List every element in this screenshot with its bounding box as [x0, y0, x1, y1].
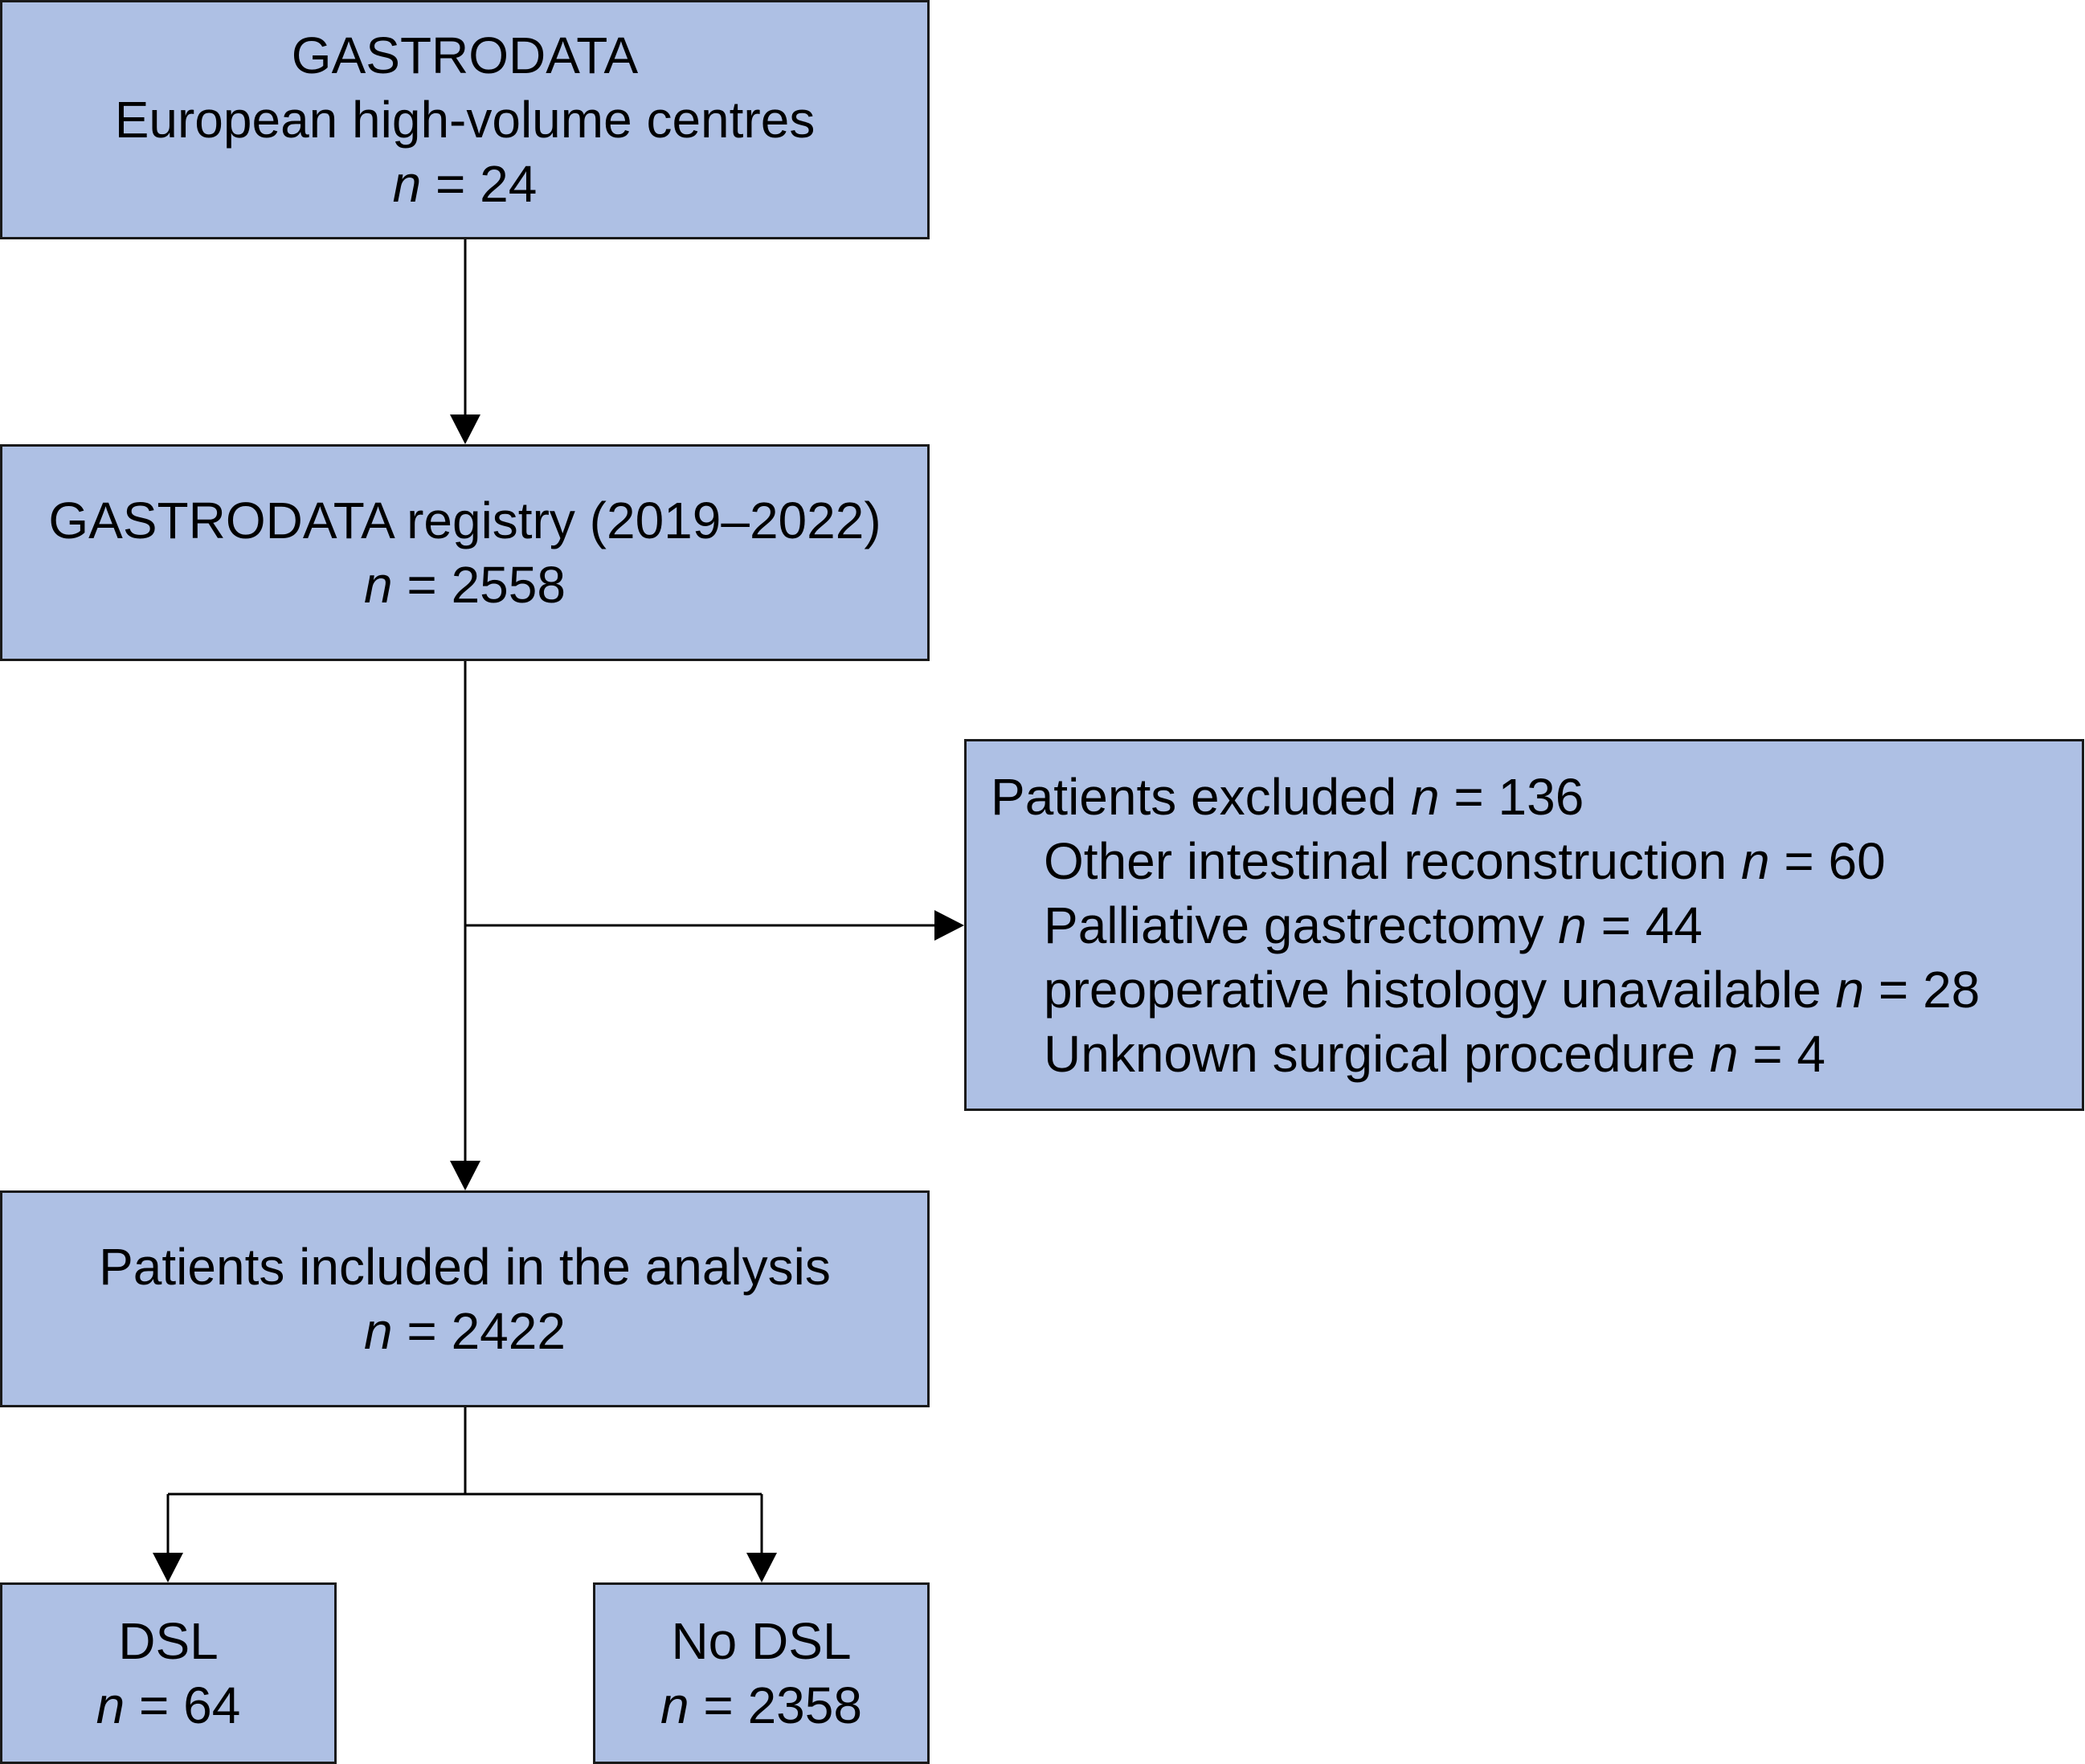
exclusion-reason-label: Unknown surgical procedure [1044, 1024, 1710, 1083]
count-value: = 2358 [689, 1676, 862, 1734]
node-no-dsl-title: No DSL [671, 1612, 852, 1670]
n-symbol: n [1411, 767, 1440, 826]
node-registry: GASTRODATA registry (2019–2022) n = 2558 [0, 444, 930, 661]
exclusion-reason: Palliative gastrectomy n = 44 [991, 893, 1703, 958]
n-symbol: n [1709, 1024, 1739, 1083]
exclusion-reason: Unknown surgical procedure n = 4 [991, 1022, 1825, 1086]
node-no-dsl-count: n = 2358 [660, 1673, 862, 1737]
count-value: = 60 [1769, 831, 1886, 890]
exclusion-reason-label: Palliative gastrectomy [1044, 896, 1559, 954]
count-value: = 64 [125, 1676, 241, 1734]
node-centres-subtitle: European high-volume centres [114, 91, 816, 149]
exclusion-reason: preoperative histology unavailable n = 2… [991, 958, 1980, 1022]
n-symbol: n [364, 556, 393, 614]
count-value: = 24 [421, 155, 538, 213]
node-included-count: n = 2422 [364, 1299, 566, 1363]
node-excluded-title: Patients excluded n = 136 [991, 765, 1584, 829]
count-value: = 28 [1864, 960, 1981, 1019]
node-registry-count: n = 2558 [364, 553, 566, 617]
count-value: = 4 [1738, 1024, 1825, 1083]
n-symbol: n [1835, 960, 1865, 1019]
arrowhead-no-dsl [746, 1553, 777, 1582]
n-symbol: n [364, 1302, 393, 1360]
node-centres-count: n = 24 [393, 152, 538, 216]
count-value: = 2558 [392, 556, 566, 614]
count-value: = 136 [1439, 767, 1584, 826]
arrowhead-dsl [153, 1553, 183, 1582]
n-symbol: n [1740, 831, 1770, 890]
node-no-dsl: No DSL n = 2358 [593, 1582, 930, 1764]
node-dsl-count: n = 64 [96, 1673, 241, 1737]
n-symbol: n [1558, 896, 1587, 954]
count-value: = 2422 [392, 1302, 566, 1360]
exclusion-reason-label: preoperative histology unavailable [1044, 960, 1836, 1019]
excluded-title-text: Patients excluded [991, 767, 1411, 826]
n-symbol: n [660, 1676, 689, 1734]
node-dsl: DSL n = 64 [0, 1582, 337, 1764]
count-value: = 44 [1586, 896, 1703, 954]
arrowhead-excluded [934, 910, 964, 941]
node-excluded: Patients excluded n = 136 Other intestin… [964, 739, 2084, 1111]
n-symbol: n [96, 1676, 125, 1734]
exclusion-reason-label: Other intestinal reconstruction [1044, 831, 1741, 890]
node-centres-title: GASTRODATA [291, 27, 639, 84]
arrowhead-included [450, 1161, 480, 1190]
n-symbol: n [392, 155, 422, 213]
arrowhead-registry [450, 414, 480, 444]
node-registry-title: GASTRODATA registry (2019–2022) [48, 492, 881, 549]
exclusion-reason: Other intestinal reconstruction n = 60 [991, 829, 1886, 893]
node-dsl-title: DSL [118, 1612, 219, 1670]
node-centres: GASTRODATA European high-volume centres … [0, 0, 930, 239]
node-included-title: Patients included in the analysis [99, 1238, 831, 1296]
node-included: Patients included in the analysis n = 24… [0, 1190, 930, 1407]
